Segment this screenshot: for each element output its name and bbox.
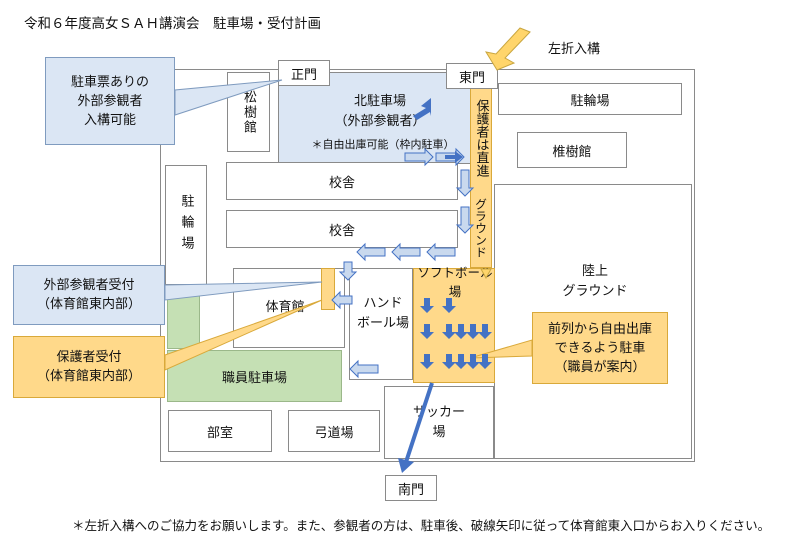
free-exit-tail [469,339,533,359]
guardian-route-label: 保護者は直進 [473,99,489,177]
route-arrow-10 [349,359,379,379]
school-building-1: 校舎 [226,162,458,200]
softball-arrow-11 [466,354,480,369]
handball-court [349,268,413,380]
route-arrow-5 [426,242,456,262]
clubroom: 部室 [168,410,272,452]
route-arrow-6 [391,242,421,262]
footer-note: ＊左折入構へのご協力をお願いします。また、参観者の方は、駐車後、破線矢印に従って… [72,518,771,533]
ticket-callout-tail [174,79,283,116]
bike-parking-west [165,165,207,285]
softball-arrow-7 [478,324,492,339]
route-arrow-7 [356,242,386,262]
track-field-label: 陸上 グラウンド [562,264,628,299]
north-parking-entry-arrow [413,98,431,120]
free-exit-line-2: できるよう駐車 [554,340,646,356]
route-arrow-3 [455,169,475,197]
softball-arrow-6 [466,324,480,339]
route-arrow-9 [331,290,353,310]
dark-arrow-parking [445,151,463,163]
external-reception-line-2: （体育館東内部） [36,297,141,312]
exit-arrow-line [404,382,434,463]
softball-arrow-4 [442,324,456,339]
shoju-building-label: 松樹館 [241,89,256,135]
ticket-callout-line-1: 駐車票ありの [70,74,149,90]
free-exit-callout: 前列から自由出庫 できるよう駐車 （職員が案内） [532,312,668,384]
east-gate: 東門 [446,63,498,89]
guardian-route-arrowhead [480,268,492,280]
bike-parking-west-label: 駐輪場 [178,193,194,257]
archery-range: 弓道場 [288,410,380,452]
route-arrow-1 [404,147,434,167]
external-reception-callout: 外部参観者受付 （体育館東内部） [13,265,165,325]
external-reception-line-1: 外部参観者受付 [43,278,135,293]
north-parking-area [278,72,475,164]
handball-label: ハンド ボール場 [356,296,409,331]
ticket-callout: 駐車票ありの 外部参観者 入構可能 [45,57,175,145]
softball-arrow-1 [420,298,434,313]
school-building-2: 校舎 [226,210,458,248]
guardian-reception-callout: 保護者受付 （体育館東内部） [13,336,165,398]
south-gate: 南門 [385,475,437,501]
route-arrow-4 [455,206,475,234]
reception-marker [321,268,335,310]
softball-arrow-5 [454,324,468,339]
left-turn-arrow [484,27,531,71]
ticket-callout-line-3: 入構可能 [83,112,136,128]
shiiju-building: 椎樹館 [517,132,627,168]
bike-parking-east: 駐輪場 [498,83,682,115]
staff-parking: 職員駐車場 [167,350,342,402]
soccer-field: サッカー 場 [384,386,494,459]
external-reception-tail [164,281,323,301]
north-parking-sublabel: （外部参観者） [334,113,426,129]
softball-arrow-2 [442,298,456,313]
north-parking-note: ＊自由出庫可能（枠内駐車） [311,138,455,151]
guardian-reception-line-2: （体育館東内部） [36,369,141,384]
north-parking-label: 北駐車場 [353,93,406,109]
softball-arrow-10 [454,354,468,369]
ground-label: グラウンド [473,198,488,258]
softball-arrow-9 [442,354,456,369]
route-arrow-8 [338,261,358,281]
free-exit-line-1: 前列から自由出庫 [547,321,652,337]
free-exit-line-3: （職員が案内） [554,359,646,375]
ticket-callout-line-2: 外部参観者 [77,93,143,109]
softball-arrow-8 [420,354,434,369]
exit-arrow-head [398,458,414,473]
softball-arrow-3 [420,324,434,339]
left-turn-entry-label: 左折入構 [548,42,601,57]
softball-arrow-12 [478,354,492,369]
guardian-reception-tail [164,299,323,371]
guardian-reception-line-1: 保護者受付 [56,350,122,365]
page-title: 令和６年度高女ＳＡＨ講演会 駐車場・受付計画 [24,16,321,32]
main-gate: 正門 [278,60,330,86]
